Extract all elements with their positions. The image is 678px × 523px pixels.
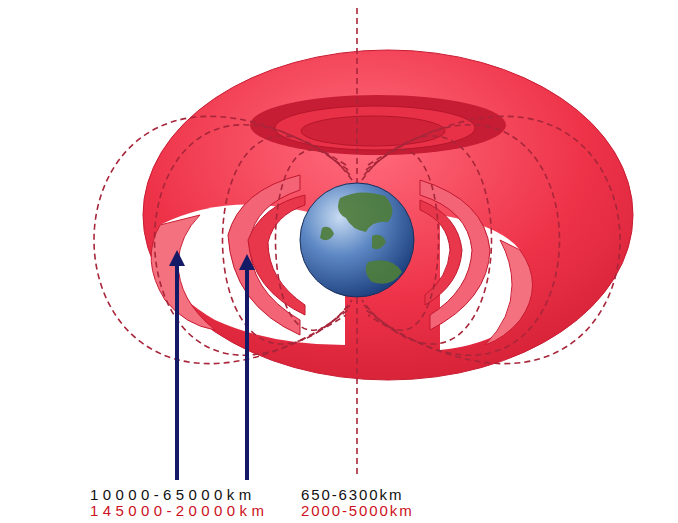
earth	[300, 183, 414, 297]
inner-belt-section	[420, 180, 490, 330]
outer-belt-section	[485, 240, 533, 345]
altitude-label: 2000-5000km	[301, 503, 414, 519]
outer-belt	[143, 50, 633, 380]
field-lines	[94, 8, 620, 478]
pointer-arrow	[245, 262, 249, 480]
label-column: 650-6300km2000-5000km	[301, 487, 414, 519]
label-column: 10000-65000km145000-20000km	[90, 487, 268, 519]
inner-belt-top	[301, 116, 445, 146]
continents	[320, 192, 402, 283]
altitude-label: 650-6300km	[301, 487, 414, 503]
altitude-label: 145000-20000km	[90, 503, 268, 519]
outer-belt-section	[151, 215, 215, 330]
pointer-arrow	[175, 258, 179, 480]
inner-belt-section	[420, 200, 462, 305]
altitude-label: 10000-65000km	[90, 487, 268, 503]
